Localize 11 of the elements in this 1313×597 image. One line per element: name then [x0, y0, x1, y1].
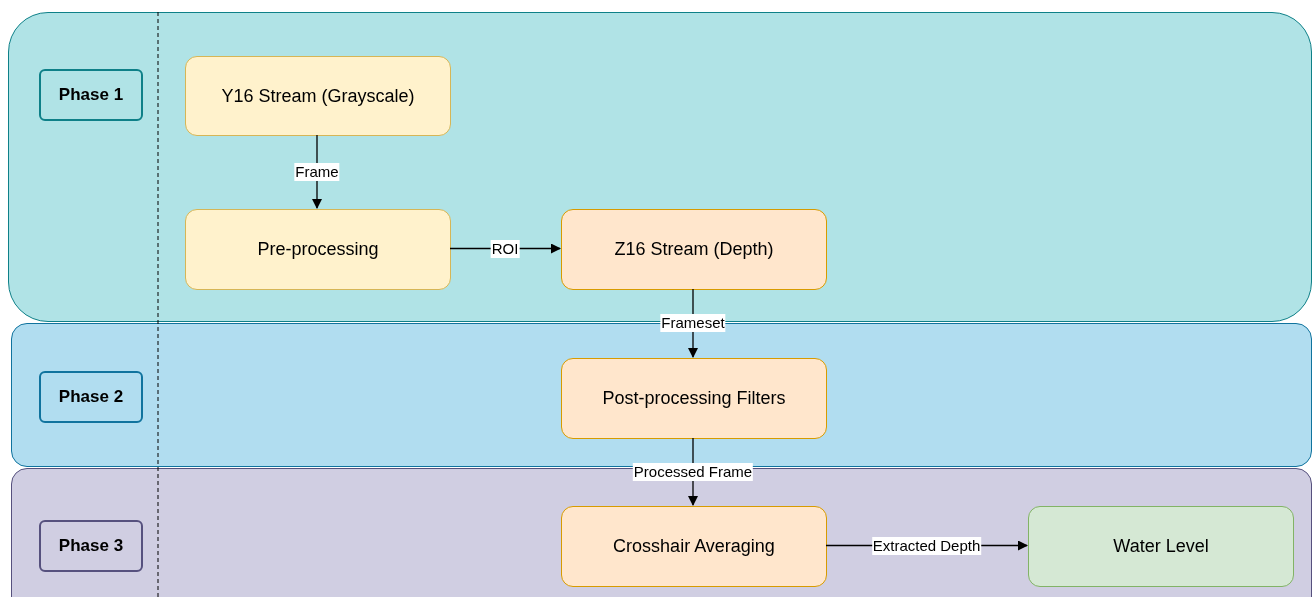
process-box: Crosshair Averaging	[561, 506, 827, 587]
phase-label: Phase 3	[39, 520, 143, 572]
phase-band	[11, 468, 1312, 597]
process-box: Z16 Stream (Depth)	[561, 209, 827, 290]
result-box: Water Level	[1028, 506, 1294, 587]
phase-label: Phase 2	[39, 371, 143, 423]
edge-label: Frameset	[660, 314, 726, 332]
process-box: Pre-processing	[185, 209, 451, 290]
process-box: Y16 Stream (Grayscale)	[185, 56, 451, 136]
process-box: Post-processing Filters	[561, 358, 827, 439]
phase-label: Phase 1	[39, 69, 143, 121]
